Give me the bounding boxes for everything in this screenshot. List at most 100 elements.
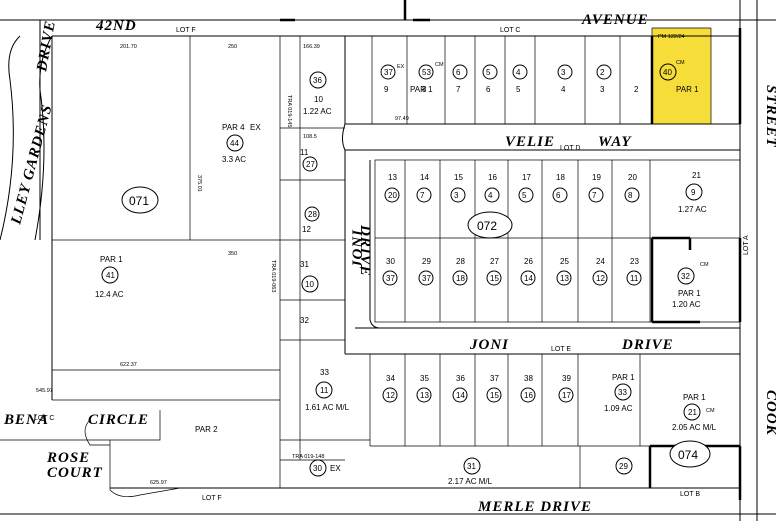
parcel-circle: [452, 387, 468, 403]
mid-lot-16[interactable]: 164: [484, 173, 500, 203]
svg-text:33: 33: [618, 388, 627, 397]
parcel-33[interactable]: 33 11 1.61 AC M/L: [305, 368, 350, 412]
par1-left-circle: [101, 266, 119, 284]
parcel-circle: [556, 270, 572, 286]
top-lot-2[interactable]: 2: [634, 85, 639, 94]
mid-lot-20[interactable]: 208: [624, 173, 640, 203]
lot-number: 16: [488, 173, 497, 182]
svg-text:1.61 AC M/L: 1.61 AC M/L: [305, 403, 350, 412]
svg-text:11: 11: [300, 148, 309, 157]
svg-text:1.20 AC: 1.20 AC: [672, 300, 701, 309]
street-circle: CIRCLE: [88, 412, 149, 428]
parcel-lines: [0, 27, 740, 497]
parcel-number: 2: [600, 68, 605, 77]
par2-label: PAR 2: [195, 425, 218, 434]
lot-number: 39: [562, 374, 571, 383]
lot-f-top: LOT F: [176, 27, 196, 34]
parcel-number: 6: [556, 191, 561, 200]
lot-a: LOT A: [743, 235, 750, 255]
lot-number: 34: [386, 374, 395, 383]
parcel-30[interactable]: 30 EX: [309, 459, 341, 477]
highlight-parcel-labels[interactable]: PM 122/24 CM 40 PAR 1: [658, 34, 699, 94]
lot-number: 6: [486, 85, 491, 94]
par4-ac: 3.3 AC: [222, 155, 246, 164]
parcel-21-cm[interactable]: PAR 1 21 CM 2.05 AC M/L: [672, 393, 717, 432]
lot-number: 26: [524, 257, 533, 266]
par4-circle: [226, 134, 244, 152]
parcel-number: 12: [596, 274, 605, 283]
svg-text:36: 36: [313, 76, 322, 85]
parcel-21[interactable]: 21 9 1.27 AC: [678, 171, 707, 214]
top-lot-6[interactable]: 65: [482, 64, 498, 94]
parcel-cm-mid[interactable]: 32 CM PAR 1 1.20 AC: [672, 262, 709, 309]
parcel-number: 37: [386, 274, 395, 283]
svg-text:31: 31: [300, 260, 309, 269]
mid-lot-18[interactable]: 18 6: [552, 173, 568, 203]
parcel-number: 12: [386, 391, 395, 400]
parcel-circle: [450, 187, 466, 203]
lot-number: 3: [600, 85, 605, 94]
dim-5: 166.39: [303, 44, 320, 50]
parcel-31-bottom[interactable]: 31 2.17 AC M/L: [448, 457, 493, 486]
parcel-number: 18: [456, 274, 465, 283]
parcel-10[interactable]: 36 10 1.22 AC: [303, 71, 332, 116]
mid-lot-17[interactable]: 175: [518, 173, 534, 203]
street-drive-h: DRIVE: [621, 337, 674, 353]
svg-text:CM: CM: [706, 408, 715, 414]
top-lot-5[interactable]: 54: [512, 64, 528, 94]
bottom-lot-34[interactable]: 34 12: [382, 374, 398, 403]
top-lot-7[interactable]: 76: [452, 64, 468, 94]
top-lot-4[interactable]: 43: [557, 64, 573, 94]
parcel-number: 15: [490, 391, 499, 400]
parcel-circle: [518, 187, 534, 203]
highlighted-parcel-fill[interactable]: [652, 28, 711, 124]
parcel-31[interactable]: 31 10 32: [300, 260, 319, 325]
parcel-11[interactable]: 11 27: [300, 148, 318, 172]
top-lot-3[interactable]: 32: [596, 64, 612, 94]
parcel-number: 11: [630, 274, 639, 283]
lot-number: 20: [628, 173, 637, 182]
svg-text:10: 10: [305, 280, 314, 289]
lot-number: 18: [556, 173, 565, 182]
lot-number: 37: [490, 374, 499, 383]
bottom-lot-37[interactable]: 37 15: [486, 374, 502, 403]
parcel-12[interactable]: 28 12: [302, 206, 320, 234]
parcel-number: 14: [456, 391, 465, 400]
parcel-circle: [626, 270, 642, 286]
lot-number: 4: [561, 85, 566, 94]
street-42nd: 42ND: [95, 18, 137, 34]
parcel-circle: [596, 64, 612, 80]
tra-1: TRA 019-145: [286, 95, 292, 127]
street-merle: MERLE DRIVE: [477, 499, 592, 515]
parcel-number: 6: [456, 68, 461, 77]
parcel-circle: [418, 270, 434, 286]
mid-lot-14[interactable]: 147: [416, 173, 432, 203]
street-valley-drive: DRIVE: [34, 19, 59, 74]
parcel-number: 17: [562, 391, 571, 400]
bottom-lot-39[interactable]: 39 17: [558, 374, 574, 403]
parcel-29-bottom[interactable]: 29: [615, 457, 633, 475]
parcel-number: 7: [420, 191, 425, 200]
lot-number: 15: [454, 173, 463, 182]
parcel-33-right[interactable]: PAR 1 33 1.09 AC: [604, 373, 635, 413]
svg-text:PAR 1: PAR 1: [683, 393, 706, 402]
street-valley-gardens: LLEY GARDENS: [8, 103, 56, 227]
mid-lot-19[interactable]: 197: [588, 173, 604, 203]
svg-text:PAR 1: PAR 1: [678, 289, 701, 298]
mid-lot-15[interactable]: 153: [450, 173, 466, 203]
